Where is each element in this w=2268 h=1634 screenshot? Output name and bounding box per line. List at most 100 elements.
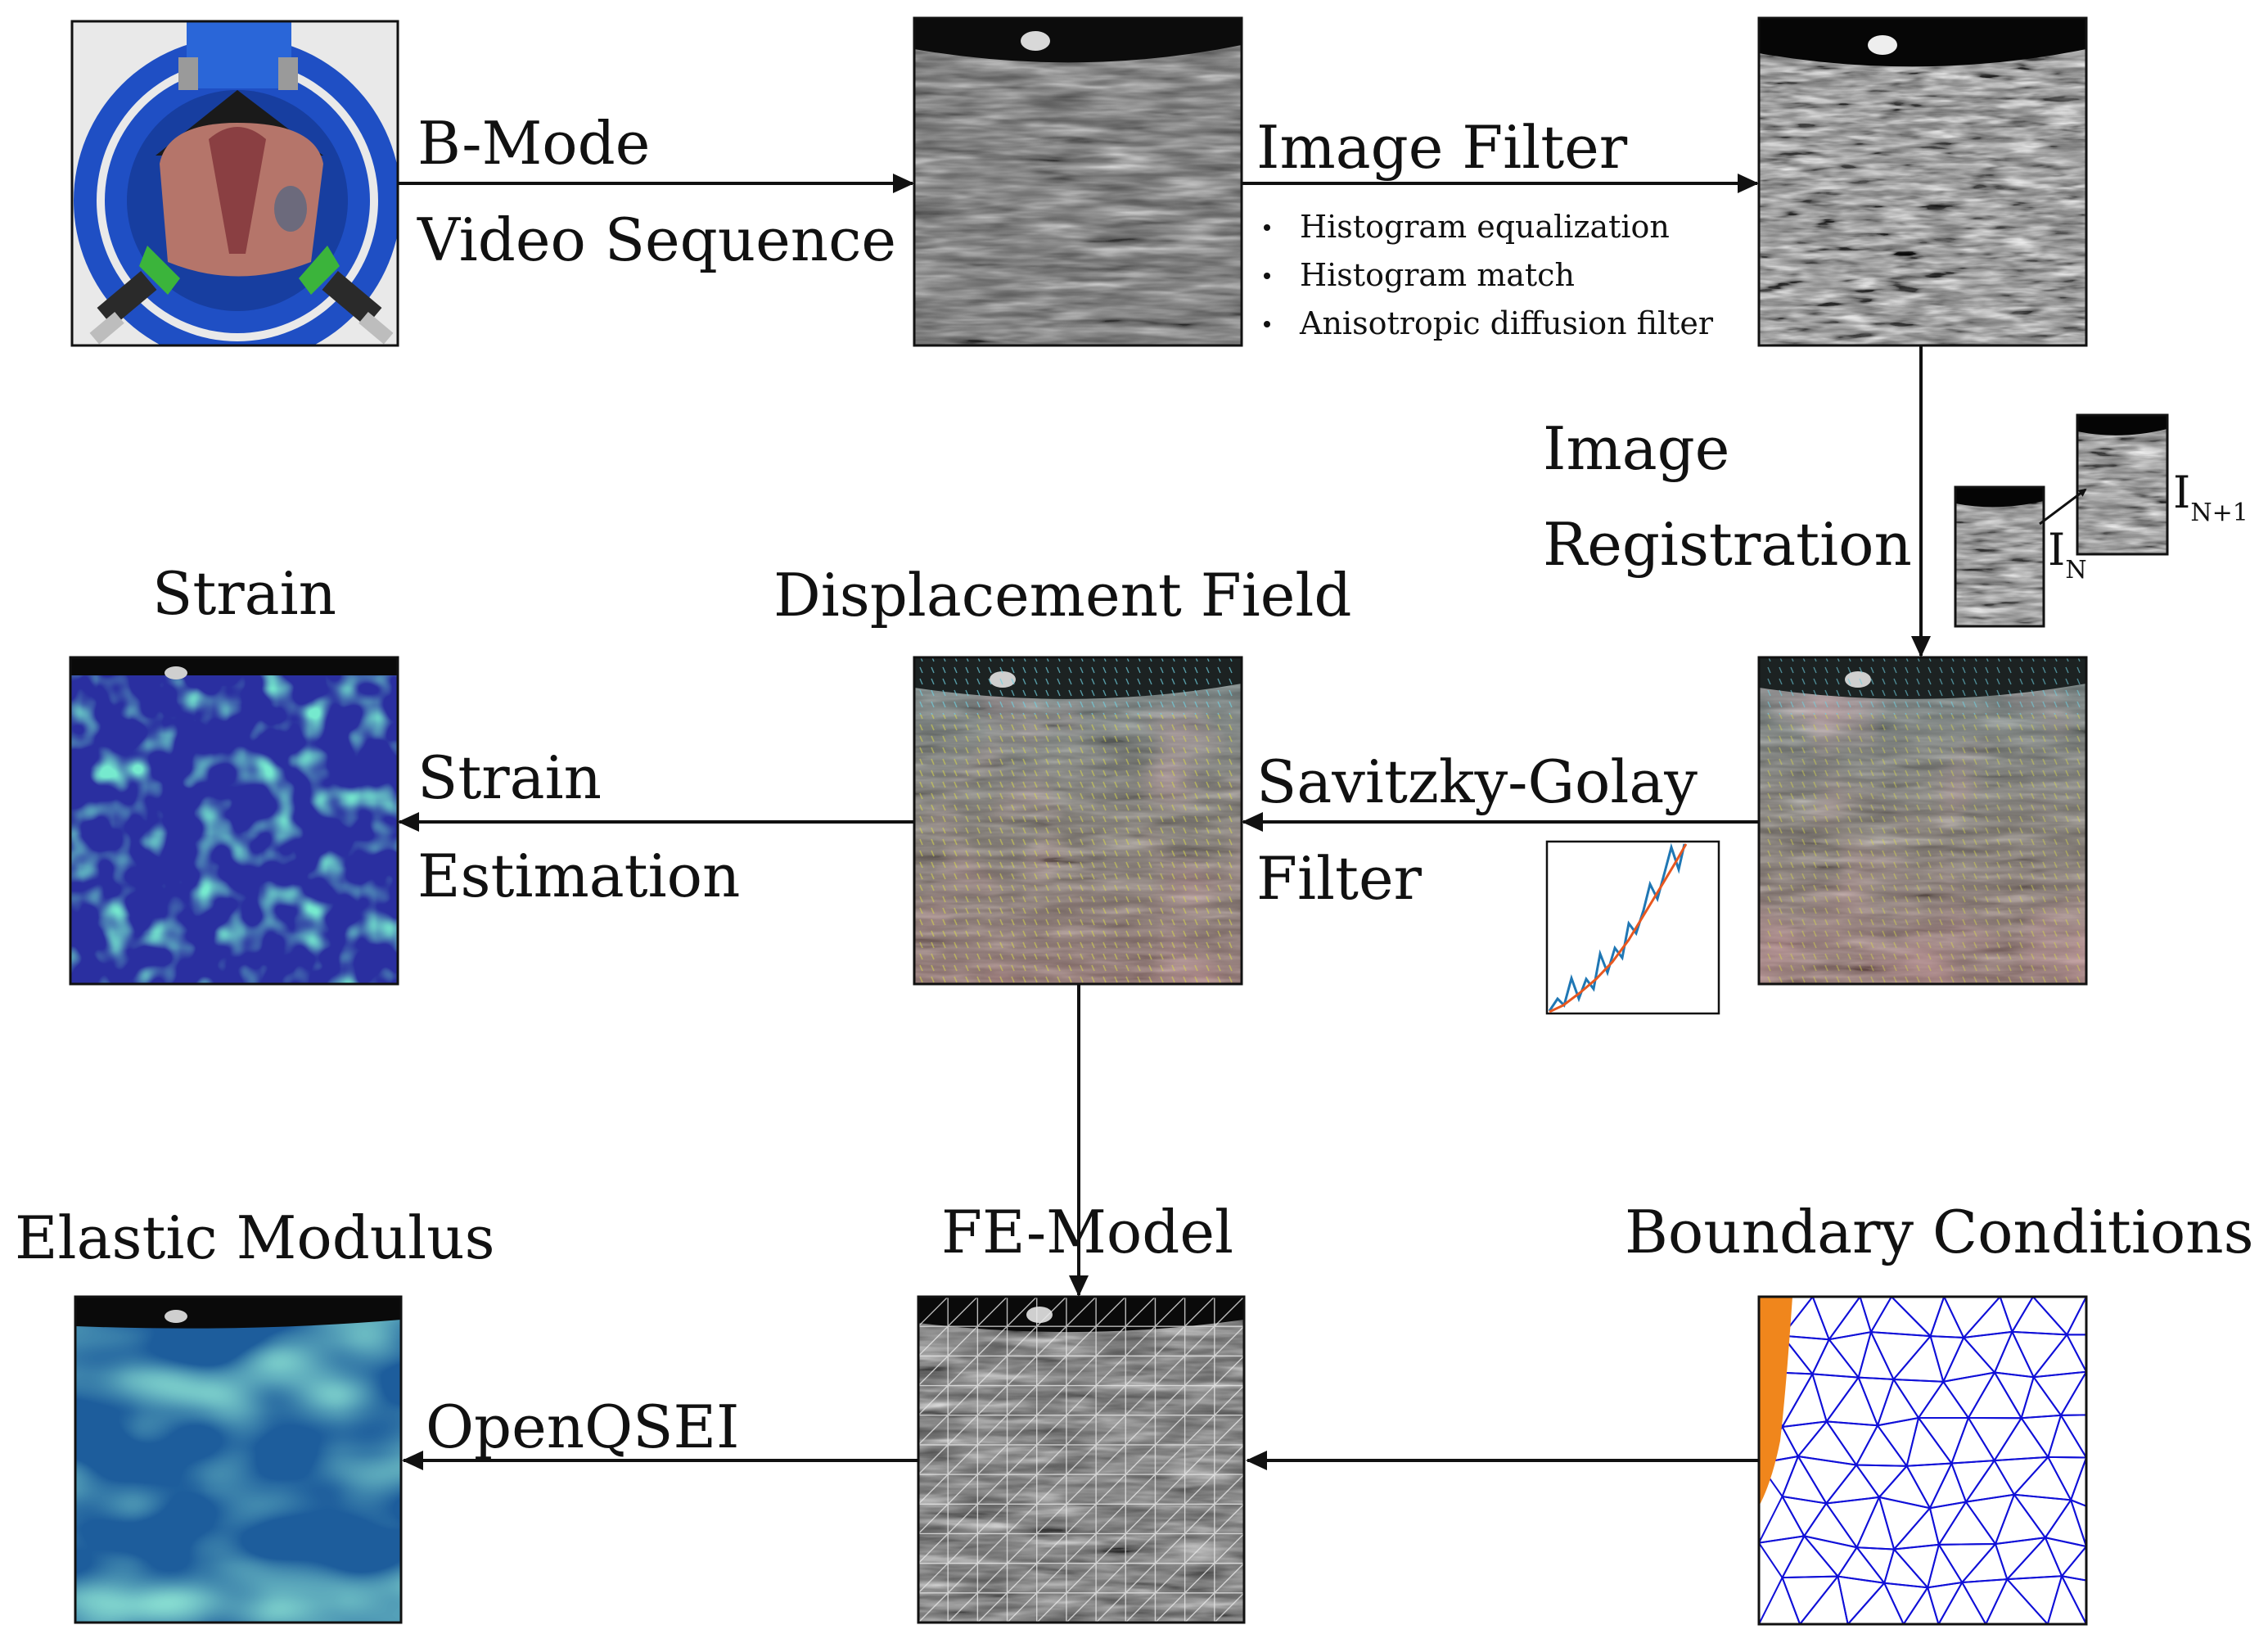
filter-label: Image Filter [1256, 113, 1628, 182]
sg-smoothed-series [1549, 843, 1688, 1013]
displacement-field-image [914, 657, 1242, 984]
fe-grid-diagonal [1066, 1325, 1097, 1356]
bmode-image [914, 18, 1242, 345]
fe-grid-diagonal [1184, 1415, 1215, 1446]
fe-grid-diagonal [947, 1297, 978, 1327]
fe-grid-diagonal [918, 1474, 949, 1505]
fe-grid-diagonal [918, 1444, 949, 1475]
strain-estimation-line2: Estimation [417, 842, 740, 910]
fe-grid-diagonal [1125, 1325, 1156, 1356]
fe-grid-diagonal [1154, 1444, 1186, 1475]
fe-grid-diagonal [947, 1503, 978, 1534]
savitzky-golay-inset-plot [1545, 840, 1720, 1015]
fe-grid-diagonal [947, 1385, 978, 1416]
frame-n1-thumbnail [2077, 415, 2167, 554]
frame-n-thumbnail [1955, 487, 2044, 626]
fe-grid-diagonal [1154, 1592, 1186, 1623]
fe-grid-diagonal [1154, 1474, 1186, 1505]
filter-bullet-1: Histogram equalization [1300, 209, 1670, 245]
frame-n1-label: IN+1 [2173, 467, 2248, 527]
fe-grid-diagonal [1125, 1532, 1156, 1564]
fe-grid-diagonal [976, 1444, 1008, 1475]
bc-mesh-triangle [1846, 1581, 1905, 1624]
elastic-modulus-title: Elastic Modulus [15, 1203, 495, 1272]
fe-grid-diagonal [976, 1532, 1008, 1564]
fe-grid-diagonal [1184, 1355, 1215, 1387]
fe-grid-diagonal [918, 1355, 949, 1387]
fe-grid-diagonal [1125, 1474, 1156, 1505]
elastic-modulus-map [75, 1297, 401, 1623]
fe-grid-diagonal [918, 1325, 949, 1356]
fe-grid-diagonal [1214, 1385, 1244, 1416]
fe-grid-diagonal [1036, 1474, 1067, 1505]
fe-grid-diagonal [1066, 1532, 1097, 1564]
fe-grid-diagonal [1007, 1385, 1038, 1416]
fe-grid-diagonal [1184, 1563, 1215, 1594]
fe-grid-diagonal [1095, 1385, 1126, 1416]
fe-grid-diagonal [1066, 1444, 1097, 1475]
openqsei-label: OpenQSEI [426, 1393, 739, 1461]
fe-grid-diagonal [1154, 1415, 1186, 1446]
bc-orange-boundary [1759, 1297, 1792, 1506]
fe-grid-diagonal [1007, 1563, 1038, 1594]
fe-model-title: FE-Model [941, 1198, 1233, 1266]
fe-grid-diagonal [1007, 1592, 1038, 1623]
fe-grid-diagonal [947, 1355, 978, 1387]
fe-grid-diagonal [918, 1385, 949, 1416]
registration-label-line1: Image [1543, 414, 1729, 483]
bc-mesh-triangle [2046, 1573, 2086, 1624]
fe-grid-diagonal [1066, 1415, 1097, 1446]
fe-grid-diagonal [1095, 1415, 1126, 1446]
registration-label-line2: Registration [1543, 510, 1912, 579]
bmode-label-line1: B-Mode [417, 109, 650, 178]
fe-grid-diagonal [947, 1444, 978, 1475]
fe-grid-diagonal [1036, 1444, 1067, 1475]
fe-grid-diagonal [1036, 1503, 1067, 1534]
fe-grid-diagonal [1036, 1297, 1067, 1327]
fe-grid-diagonal [1184, 1592, 1215, 1623]
fe-grid-diagonal [976, 1563, 1008, 1594]
fe-grid-diagonal [918, 1297, 949, 1327]
strain-map [70, 657, 398, 984]
fe-grid-diagonal [1184, 1325, 1215, 1356]
fe-grid-diagonal [1066, 1355, 1097, 1387]
fe-grid-diagonal [1007, 1355, 1038, 1387]
fe-grid-diagonal [1125, 1503, 1156, 1534]
savitzky-golay-line2: Filter [1256, 844, 1423, 913]
fe-grid-diagonal [947, 1325, 978, 1356]
fe-grid-diagonal [918, 1503, 949, 1534]
fe-grid-diagonal [1007, 1297, 1038, 1327]
fe-grid-diagonal [1184, 1297, 1215, 1327]
fe-grid-diagonal [1066, 1563, 1097, 1594]
fe-grid-diagonal [1036, 1563, 1067, 1594]
registration-result-image [1759, 657, 2086, 984]
fe-grid-diagonal [1095, 1355, 1126, 1387]
fe-grid-diagonal [1095, 1474, 1126, 1505]
fe-grid-diagonal [1036, 1385, 1067, 1416]
fe-grid-diagonal [1095, 1532, 1126, 1564]
bc-mesh-triangle [1937, 1580, 1987, 1624]
fe-grid-diagonal [1125, 1563, 1156, 1594]
fe-grid-diagonal [976, 1415, 1008, 1446]
fe-grid-diagonal [976, 1325, 1008, 1356]
fe-grid-diagonal [1095, 1444, 1126, 1475]
fe-grid-diagonal [1095, 1592, 1126, 1623]
registration-arrow-icon [2039, 488, 2087, 526]
fe-grid-diagonal [947, 1415, 978, 1446]
savitzky-golay-line1: Savitzky-Golay [1256, 747, 1698, 816]
fe-grid-diagonal [1066, 1385, 1097, 1416]
fe-grid-diagonal [1036, 1532, 1067, 1564]
filter-bullet-2: Histogram match [1300, 257, 1575, 293]
fe-grid-diagonal [1066, 1592, 1097, 1623]
fe-grid-diagonal [976, 1355, 1008, 1387]
fe-grid-diagonal [1125, 1592, 1156, 1623]
fe-grid-diagonal [1125, 1297, 1156, 1327]
fe-grid-diagonal [976, 1297, 1008, 1327]
filtered-image [1759, 18, 2086, 345]
strain-title: Strain [152, 559, 336, 628]
fe-grid-diagonal [1184, 1532, 1215, 1564]
boundary-conditions-title: Boundary Conditions [1625, 1198, 2254, 1266]
fe-grid-diagonal [1154, 1385, 1186, 1416]
fe-grid-diagonal [1184, 1503, 1215, 1534]
